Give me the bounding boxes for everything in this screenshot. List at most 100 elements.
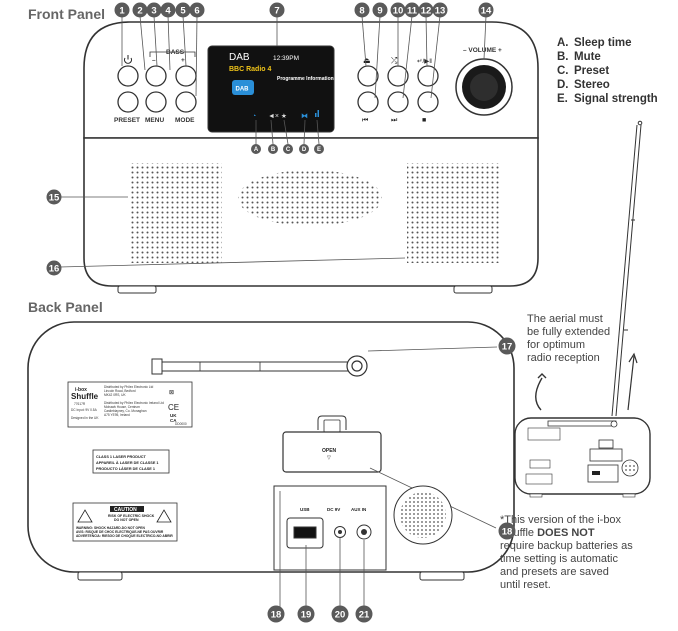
bass-minus-button[interactable] (145, 65, 167, 87)
next-button[interactable] (387, 91, 409, 113)
svg-text:A: A (254, 147, 259, 153)
svg-text:21: 21 (359, 609, 370, 620)
dab-logo-text: DAB (236, 87, 250, 93)
speaker-grill-left (129, 163, 222, 263)
ukca-mark-top: UK (170, 413, 177, 418)
svg-text:14: 14 (481, 5, 492, 16)
mini-back-radio (514, 120, 651, 498)
rating-dist-uk-1: Distributed by Philex Electronic Ltd (104, 385, 153, 389)
bass-label: BASS (166, 49, 185, 56)
lightning-triangle-icon (156, 509, 172, 523)
legend-row-d: D. Stereo (557, 79, 610, 91)
svg-text:3: 3 (151, 5, 156, 16)
previous-button[interactable] (357, 91, 379, 113)
rating-dist-ie-4: A75 YE95, Ireland (104, 413, 130, 417)
aerial-note-line: radio reception (527, 352, 600, 364)
aerial-note-line: be fully extended (527, 326, 610, 338)
stop-button[interactable] (417, 91, 439, 113)
ports-panel: USB DC 9V AUX IN (273, 485, 387, 571)
footnote-line-4: time setting is automatic (500, 553, 618, 565)
callout-15: 15 (46, 189, 62, 205)
preset-button[interactable] (117, 91, 139, 113)
usb-port[interactable] (293, 526, 317, 539)
svg-text:9: 9 (377, 5, 382, 16)
rating-dist-ie-2: Mohawk House, Centrum (104, 405, 140, 409)
svg-text:15: 15 (49, 192, 60, 203)
legend-text: Signal strength (574, 93, 658, 105)
bass-plus-button[interactable] (175, 65, 197, 87)
preset-icon: ★ (281, 112, 287, 120)
svg-text:17: 17 (502, 341, 513, 352)
svg-text:1: 1 (119, 5, 125, 16)
icon-callout-b: B (268, 144, 278, 154)
rating-dist-uk-3: MK42 0RS, UK (104, 393, 126, 397)
bass-plus-label: + (181, 57, 185, 64)
rating-brand-top: i-box (75, 387, 87, 393)
footnote-line-3: require backup batteries as (500, 540, 633, 552)
icon-callout-c: C (283, 144, 293, 154)
ce-mark: CE (168, 403, 179, 412)
rating-brand: Shuffle (71, 392, 99, 401)
repeat-play-pause-icon: ↵/▶‖ (417, 58, 432, 65)
caution-bottom-3: ADVERTENCIA: RIESGO DE CHOQUE ELECTRICO-… (76, 534, 173, 538)
warning-triangle-icon (77, 509, 93, 523)
weee-bin-icon: ⊠ (169, 390, 174, 396)
legend-text: Stereo (574, 79, 610, 91)
callout-16: 16 (46, 260, 62, 276)
speaker-grill-center (238, 170, 382, 226)
callout-7: 7 (269, 2, 285, 18)
signal-strength-icon (315, 113, 317, 117)
rating-label: i-box Shuffle 77617R DC Input: 9V 0.5A D… (67, 381, 193, 428)
laser-label: CLASS 1 LASER PRODUCT APPAREIL À LASER D… (92, 449, 170, 474)
caution-line-2: DO NOT OPEN (114, 518, 139, 522)
svg-text:6: 6 (194, 5, 199, 16)
menu-button[interactable] (145, 91, 167, 113)
back-speaker (393, 485, 453, 545)
menu-button-label: MENU (145, 117, 164, 124)
caution-title: CAUTION (114, 507, 137, 513)
svg-text:11: 11 (407, 5, 418, 16)
callout-4: 4 (160, 2, 176, 18)
front-panel-title: Front Panel (28, 6, 105, 22)
laser-label-line-3: PRODUCTO LÁSER DE CLASE 1 (96, 466, 155, 471)
front-panel-radio: BASS – + PRESET MENU MODE DAB 12:39PM BB… (59, 21, 539, 294)
svg-text:13: 13 (435, 5, 446, 16)
callout-12: 12 (418, 2, 434, 18)
svg-text:20: 20 (335, 609, 346, 620)
repeat-play-pause-button[interactable] (417, 65, 439, 87)
back-panel-title: Back Panel (28, 299, 103, 315)
mode-button[interactable] (175, 91, 197, 113)
callout-5: 5 (175, 2, 191, 18)
callout-1: 1 (114, 2, 130, 18)
display-info: Programme Information (277, 76, 334, 82)
svg-text:B: B (271, 147, 276, 153)
ukca-mark-bottom: CA (170, 418, 177, 423)
front-foot-right (453, 285, 493, 294)
caution-label: CAUTION RISK OF ELECTRIC SHOCK DO NOT OP… (72, 502, 178, 542)
svg-text:18: 18 (271, 609, 282, 620)
legend-row-a: A.Sleep time (557, 37, 632, 49)
icon-callout-d: D (299, 144, 309, 154)
svg-text:D: D (302, 147, 307, 153)
battery-cover[interactable]: OPEN ▽ (282, 415, 382, 473)
footnote-line-5: and presets are saved (500, 566, 609, 578)
power-icon (124, 55, 132, 64)
callout-14: 14 (478, 2, 494, 18)
mute-icon: ◄× (268, 113, 279, 120)
power-button[interactable] (117, 65, 139, 87)
eject-button[interactable] (357, 65, 379, 87)
usb-label: USB (300, 507, 310, 512)
legend-letter: D. (557, 79, 569, 91)
callout-10: 10 (390, 2, 406, 18)
callout-back-17: 17 (498, 337, 516, 355)
callout-back-19: 19 (297, 605, 315, 623)
front-foot-left (117, 285, 157, 294)
shuffle-icon: ⤮ (391, 56, 398, 65)
callout-3: 3 (146, 2, 162, 18)
legend-row-b: B.Mute (557, 51, 601, 63)
legend-letter: B. (557, 51, 569, 63)
svg-text:4: 4 (165, 5, 171, 16)
rating-dist-ie-1: Distributed by Philex Electronic Ireland… (104, 401, 164, 405)
